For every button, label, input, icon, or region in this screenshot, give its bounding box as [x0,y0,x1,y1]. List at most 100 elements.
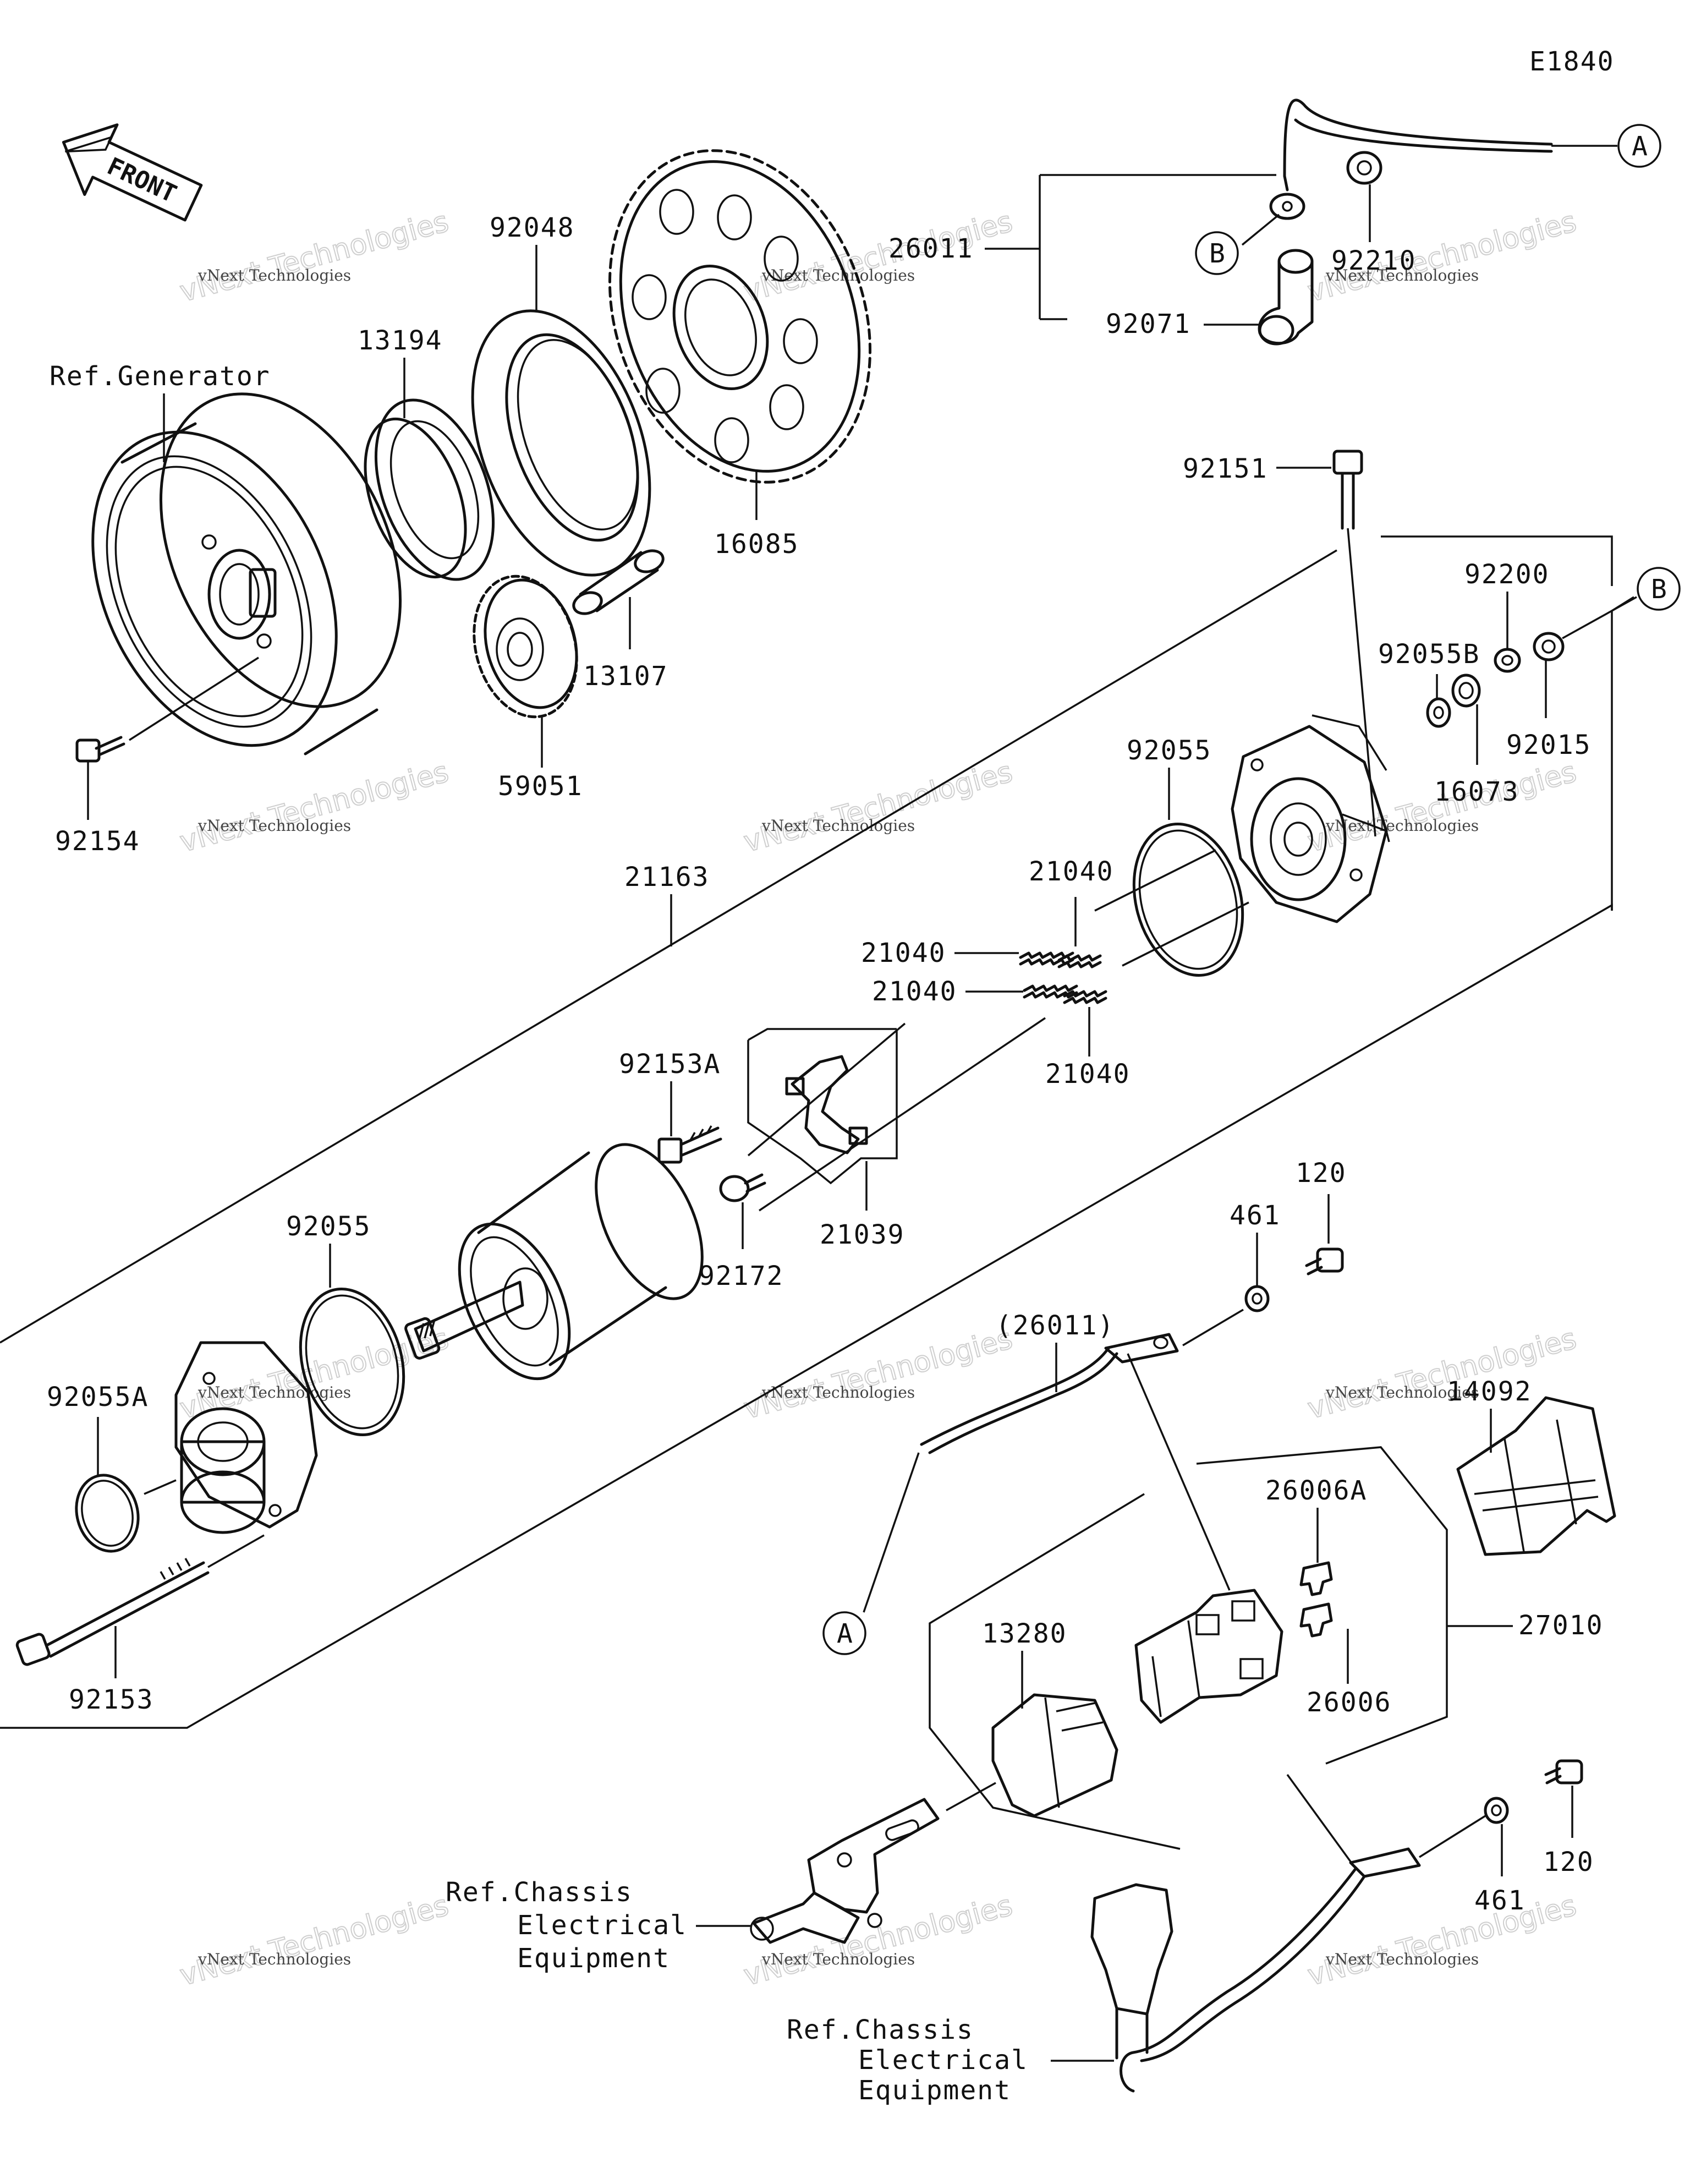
label-26006A: 26006A [1265,1475,1367,1506]
svg-text:vNext Technologies: vNext Technologies [761,1383,915,1402]
label-92055B: 92055B [1378,639,1480,670]
svg-text:vNext Technologies: vNext Technologies [740,1322,1016,1426]
washer-461-top [1244,1285,1270,1312]
shaft-13107 [572,549,665,615]
label-92153A: 92153A [619,1049,721,1080]
screw-120-top [1305,1247,1344,1276]
nut-92015 [1533,632,1565,661]
label-ref-chassis-2-line2: Electrical [858,2045,1028,2076]
label-13194: 13194 [358,325,443,356]
label-92151: 92151 [1183,453,1268,484]
oring-92055A [75,1474,140,1553]
label-92048: 92048 [490,212,575,243]
bolt-92153A [657,1125,722,1164]
brush-holder-21039 [747,1028,898,1185]
svg-text:vNext Technologies: vNext Technologies [740,1889,1016,1993]
label-16073: 16073 [1434,776,1519,807]
cable-26011-lower [920,1333,1179,1454]
label-26011-lower: (26011) [996,1310,1115,1341]
svg-text:A: A [1632,131,1649,162]
callout-a-top: A [1617,124,1661,168]
assembly-frame [929,1493,1181,1850]
washer-92055B [1426,697,1451,728]
svg-text:vNext Technologies: vNext Technologies [1325,266,1479,284]
label-16085: 16085 [714,529,799,560]
svg-text:vNext Technologies: vNext Technologies [1325,1383,1479,1402]
svg-text:vNext Technologies: vNext Technologies [177,1889,452,1993]
cover-14092 [1456,1396,1616,1556]
label-92210: 92210 [1331,245,1417,276]
leader-line [1562,596,1637,639]
assembly-frame [1381,535,1613,586]
svg-text:vNext Technologies: vNext Technologies [761,266,915,284]
boot-92071 [1258,249,1314,346]
label-120-top: 120 [1296,1158,1347,1189]
axis-line [747,1022,906,1157]
gear-16085 [608,149,872,484]
label-21039: 21039 [820,1219,905,1250]
label-92154: 92154 [55,826,140,857]
label-92071: 92071 [1106,309,1191,340]
svg-text:vNext Technologies: vNext Technologies [197,1950,351,1968]
starter-armature [404,1143,704,1381]
fuse-26006 [1299,1602,1333,1638]
nut-92210 [1346,151,1382,185]
assembly-frame [1196,1446,1448,1765]
spring-21040-b [1057,954,1102,968]
starter-relay [1134,1589,1283,1724]
diagram-code: E1840 [1529,46,1615,77]
label-26006: 26006 [1307,1687,1392,1718]
svg-text:vNext Technologies: vNext Technologies [1325,1950,1479,1968]
screw-92154 [75,736,125,763]
callout-b-right: B [1637,567,1681,611]
svg-text:vNext Technologies: vNext Technologies [761,1950,915,1968]
label-92055A: 92055A [47,1382,149,1413]
callout-a-bottom: A [822,1611,866,1655]
leader-line [1241,214,1280,246]
label-13107: 13107 [583,661,668,692]
leader-line [129,656,259,741]
label-120-bottom: 120 [1543,1847,1594,1878]
bolt-92151 [1332,450,1363,530]
fuse-26006A [1299,1561,1333,1596]
spring-21040-d [1063,990,1107,1004]
svg-text:vNext Technologies: vNext Technologies [1304,1322,1580,1426]
oring-92055-lower [299,1288,405,1436]
oring-92055A-inner [81,1480,134,1547]
svg-text:A: A [837,1618,854,1649]
svg-text:vNext Technologies: vNext Technologies [740,205,1016,309]
screw-92172 [719,1173,766,1202]
washer-16073 [1451,674,1481,708]
axis-line [1094,849,1216,912]
oring-92055-upper [1132,823,1244,977]
leader-line [1127,1353,1231,1591]
label-92200: 92200 [1464,559,1550,590]
svg-text:vNext Technologies: vNext Technologies [761,817,915,835]
leader-line [1347,528,1376,837]
label-59051: 59051 [498,771,583,802]
svg-text:vNext Technologies: vNext Technologies [177,205,452,309]
cable-26011-top [1269,98,1553,220]
gear-59051 [473,574,578,719]
label-21040-b: 21040 [861,938,946,968]
label-461-top: 461 [1230,1200,1281,1231]
spring-21040-c [1023,984,1078,999]
label-ref-chassis-2-line3: Equipment [858,2075,1011,2106]
svg-text:vNext Technologies: vNext Technologies [197,1383,351,1402]
label-92055-upper: 92055 [1127,735,1212,766]
bearing-92048 [471,309,651,577]
leader-line [946,1782,996,1811]
washer-92200 [1494,648,1521,673]
front-arrow-icon: FRONT [62,123,203,222]
bolt-92153 [15,1558,210,1666]
leader-line [144,1479,177,1495]
label-ref-chassis-2-line1: Ref.Chassis [787,2015,974,2045]
clutch-13194 [364,398,495,581]
label-21040-d: 21040 [1045,1059,1131,1090]
leader-line [863,1452,920,1613]
label-26011: 26011 [888,233,974,264]
